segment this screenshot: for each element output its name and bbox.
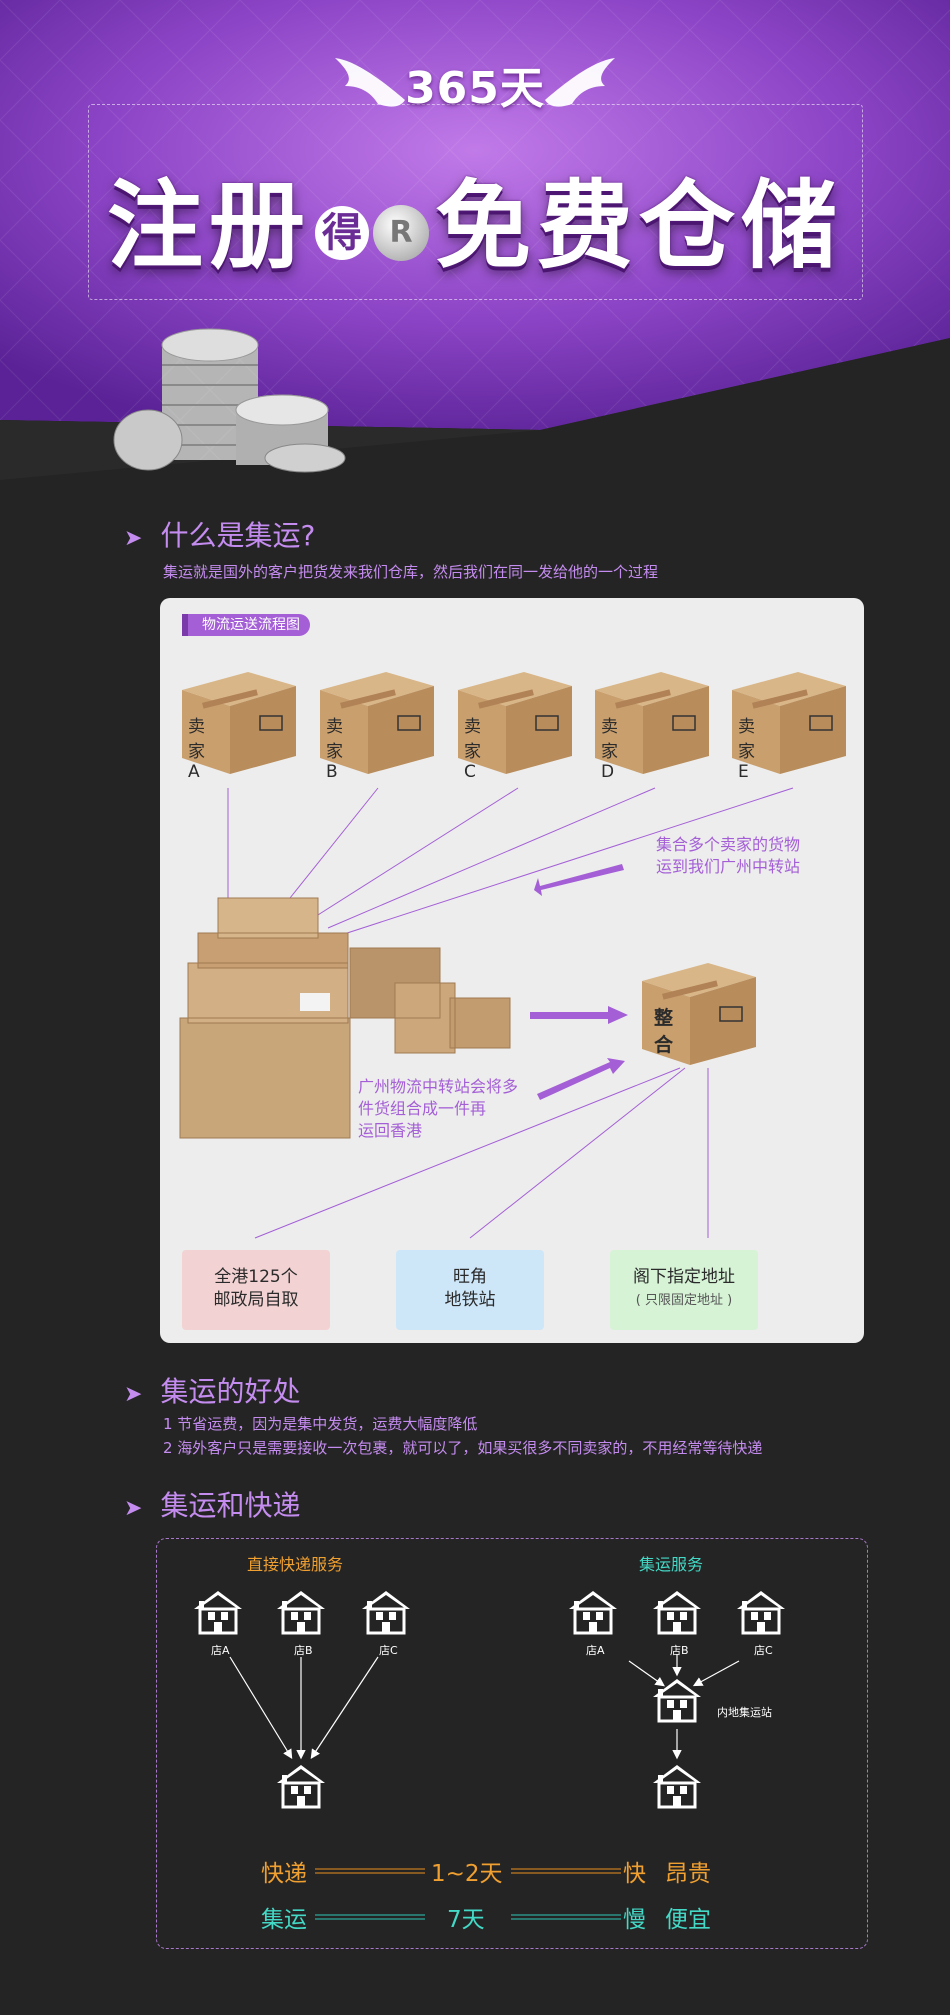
consolidation-name: 集运 — [261, 1907, 307, 1933]
note-collect: 集合多个卖家的货物 运到我们广州中转站 — [656, 834, 800, 878]
express-time: 1~2天 — [431, 1861, 503, 1887]
arrow-right-icon: ➤ — [124, 526, 143, 551]
flow-chart-panel: 物流运送流程图 卖家A 卖家B 卖家C — [160, 598, 864, 1343]
note-collect-line1: 集合多个卖家的货物 — [656, 835, 801, 854]
section-description: 集运就是国外的客户把货发来我们仓库，然后我们在同一发给他的一个过程 — [163, 563, 659, 581]
section-heading-text: 什么是集运? — [160, 519, 316, 552]
cardboard-box-icon — [458, 672, 572, 774]
store-label: 店A — [586, 1644, 605, 1657]
store-label: 店C — [379, 1644, 398, 1657]
hero-frame — [88, 104, 863, 300]
destination-mongkok-station: 旺角 地铁站 — [396, 1250, 544, 1330]
section-heading-text: 集运和快递 — [160, 1489, 301, 1522]
section-heading-compare: ➤ 集运和快递 — [124, 1484, 300, 1524]
destination-line2: ( 只限固定地址 ) — [635, 1293, 733, 1308]
consolidation-speed: 慢 — [623, 1907, 646, 1933]
express-speed: 快 — [623, 1861, 646, 1887]
note-merge: 广州物流中转站会将多 件货组合成一件再 运回香港 — [358, 1076, 518, 1142]
coin-icon: R — [373, 204, 429, 261]
destination-line1: 阁下指定地址 — [633, 1267, 735, 1287]
hero-title-register: 注册 — [107, 170, 311, 282]
consolidation-row: 集运 7天 慢 便宜 — [157, 1900, 869, 1936]
express-cost: 昂贵 — [665, 1861, 711, 1887]
seller-label: 卖家C — [464, 717, 481, 782]
parcel-pile-icon — [179, 897, 511, 1139]
note-collect-line2: 运到我们广州中转站 — [656, 857, 801, 876]
store-label: 店B — [670, 1644, 689, 1657]
destination-line2: 地铁站 — [444, 1290, 496, 1310]
merged-label: 整合 — [654, 1007, 674, 1056]
consolidation-time: 7天 — [447, 1907, 485, 1933]
seller-label: 卖家A — [188, 717, 205, 782]
seller-label: 卖家B — [326, 717, 343, 782]
section-heading-text: 集运的好处 — [160, 1375, 301, 1408]
cardboard-box-icon — [595, 672, 709, 774]
comparison-panel: 直接快递服务 集运服务 店A 店B 店C 店A 店B 店C 内地集运站 快递 1… — [156, 1538, 868, 1949]
benefit-item: 1 节省运费，因为是集中发货，运费大幅度降低 — [163, 1415, 478, 1433]
cardboard-box-icon — [642, 963, 756, 1065]
hero-title-de: 得 — [315, 205, 369, 260]
hero-title-free-storage: 免费仓储 — [435, 170, 843, 282]
consolidation-cost: 便宜 — [665, 1907, 711, 1933]
cardboard-box-icon — [320, 672, 434, 774]
cardboard-box-icon — [182, 672, 296, 774]
store-label: 店A — [211, 1644, 230, 1657]
note-merge-line2: 件货组合成一件再 — [358, 1099, 487, 1118]
express-name: 快递 — [261, 1861, 307, 1887]
hero-background — [0, 0, 950, 480]
benefit-item: 2 海外客户只是需要接收一次包裹，就可以了，如果买很多不同卖家的，不用经常等待快… — [163, 1439, 763, 1457]
express-row: 快递 1~2天 快 昂贵 — [157, 1854, 869, 1890]
note-merge-line3: 运回香港 — [358, 1121, 423, 1140]
destination-post-office: 全港125个 邮政局自取 — [182, 1250, 330, 1330]
coin-stack-icon — [113, 328, 346, 473]
seller-label: 卖家E — [738, 717, 755, 782]
section-heading-what-is: ➤ 什么是集运? — [124, 514, 315, 554]
arrow-right-icon: ➤ — [124, 1496, 143, 1521]
flow-chart-tag: 物流运送流程图 — [182, 614, 310, 636]
destination-line2: 邮政局自取 — [213, 1290, 299, 1310]
destination-line1: 全港125个 — [214, 1267, 298, 1287]
store-label: 店C — [754, 1644, 773, 1657]
store-label: 店B — [294, 1644, 313, 1657]
consolidation-title: 集运服务 — [639, 1555, 704, 1574]
hero-badge: 365天 — [405, 63, 545, 114]
destination-line1: 旺角 — [453, 1267, 487, 1287]
direct-express-title: 直接快递服务 — [247, 1555, 344, 1574]
destination-custom-address: 阁下指定地址 ( 只限固定地址 ) — [610, 1250, 758, 1330]
note-merge-line1: 广州物流中转站会将多 — [358, 1077, 519, 1096]
seller-label: 卖家D — [601, 717, 618, 782]
section-heading-benefits: ➤ 集运的好处 — [124, 1370, 300, 1410]
arrow-right-icon: ➤ — [124, 1382, 143, 1407]
cardboard-box-icon — [732, 672, 846, 774]
comparison-diagram — [192, 1589, 787, 1920]
flow-lines — [179, 787, 794, 1239]
hub-label: 内地集运站 — [717, 1706, 772, 1719]
